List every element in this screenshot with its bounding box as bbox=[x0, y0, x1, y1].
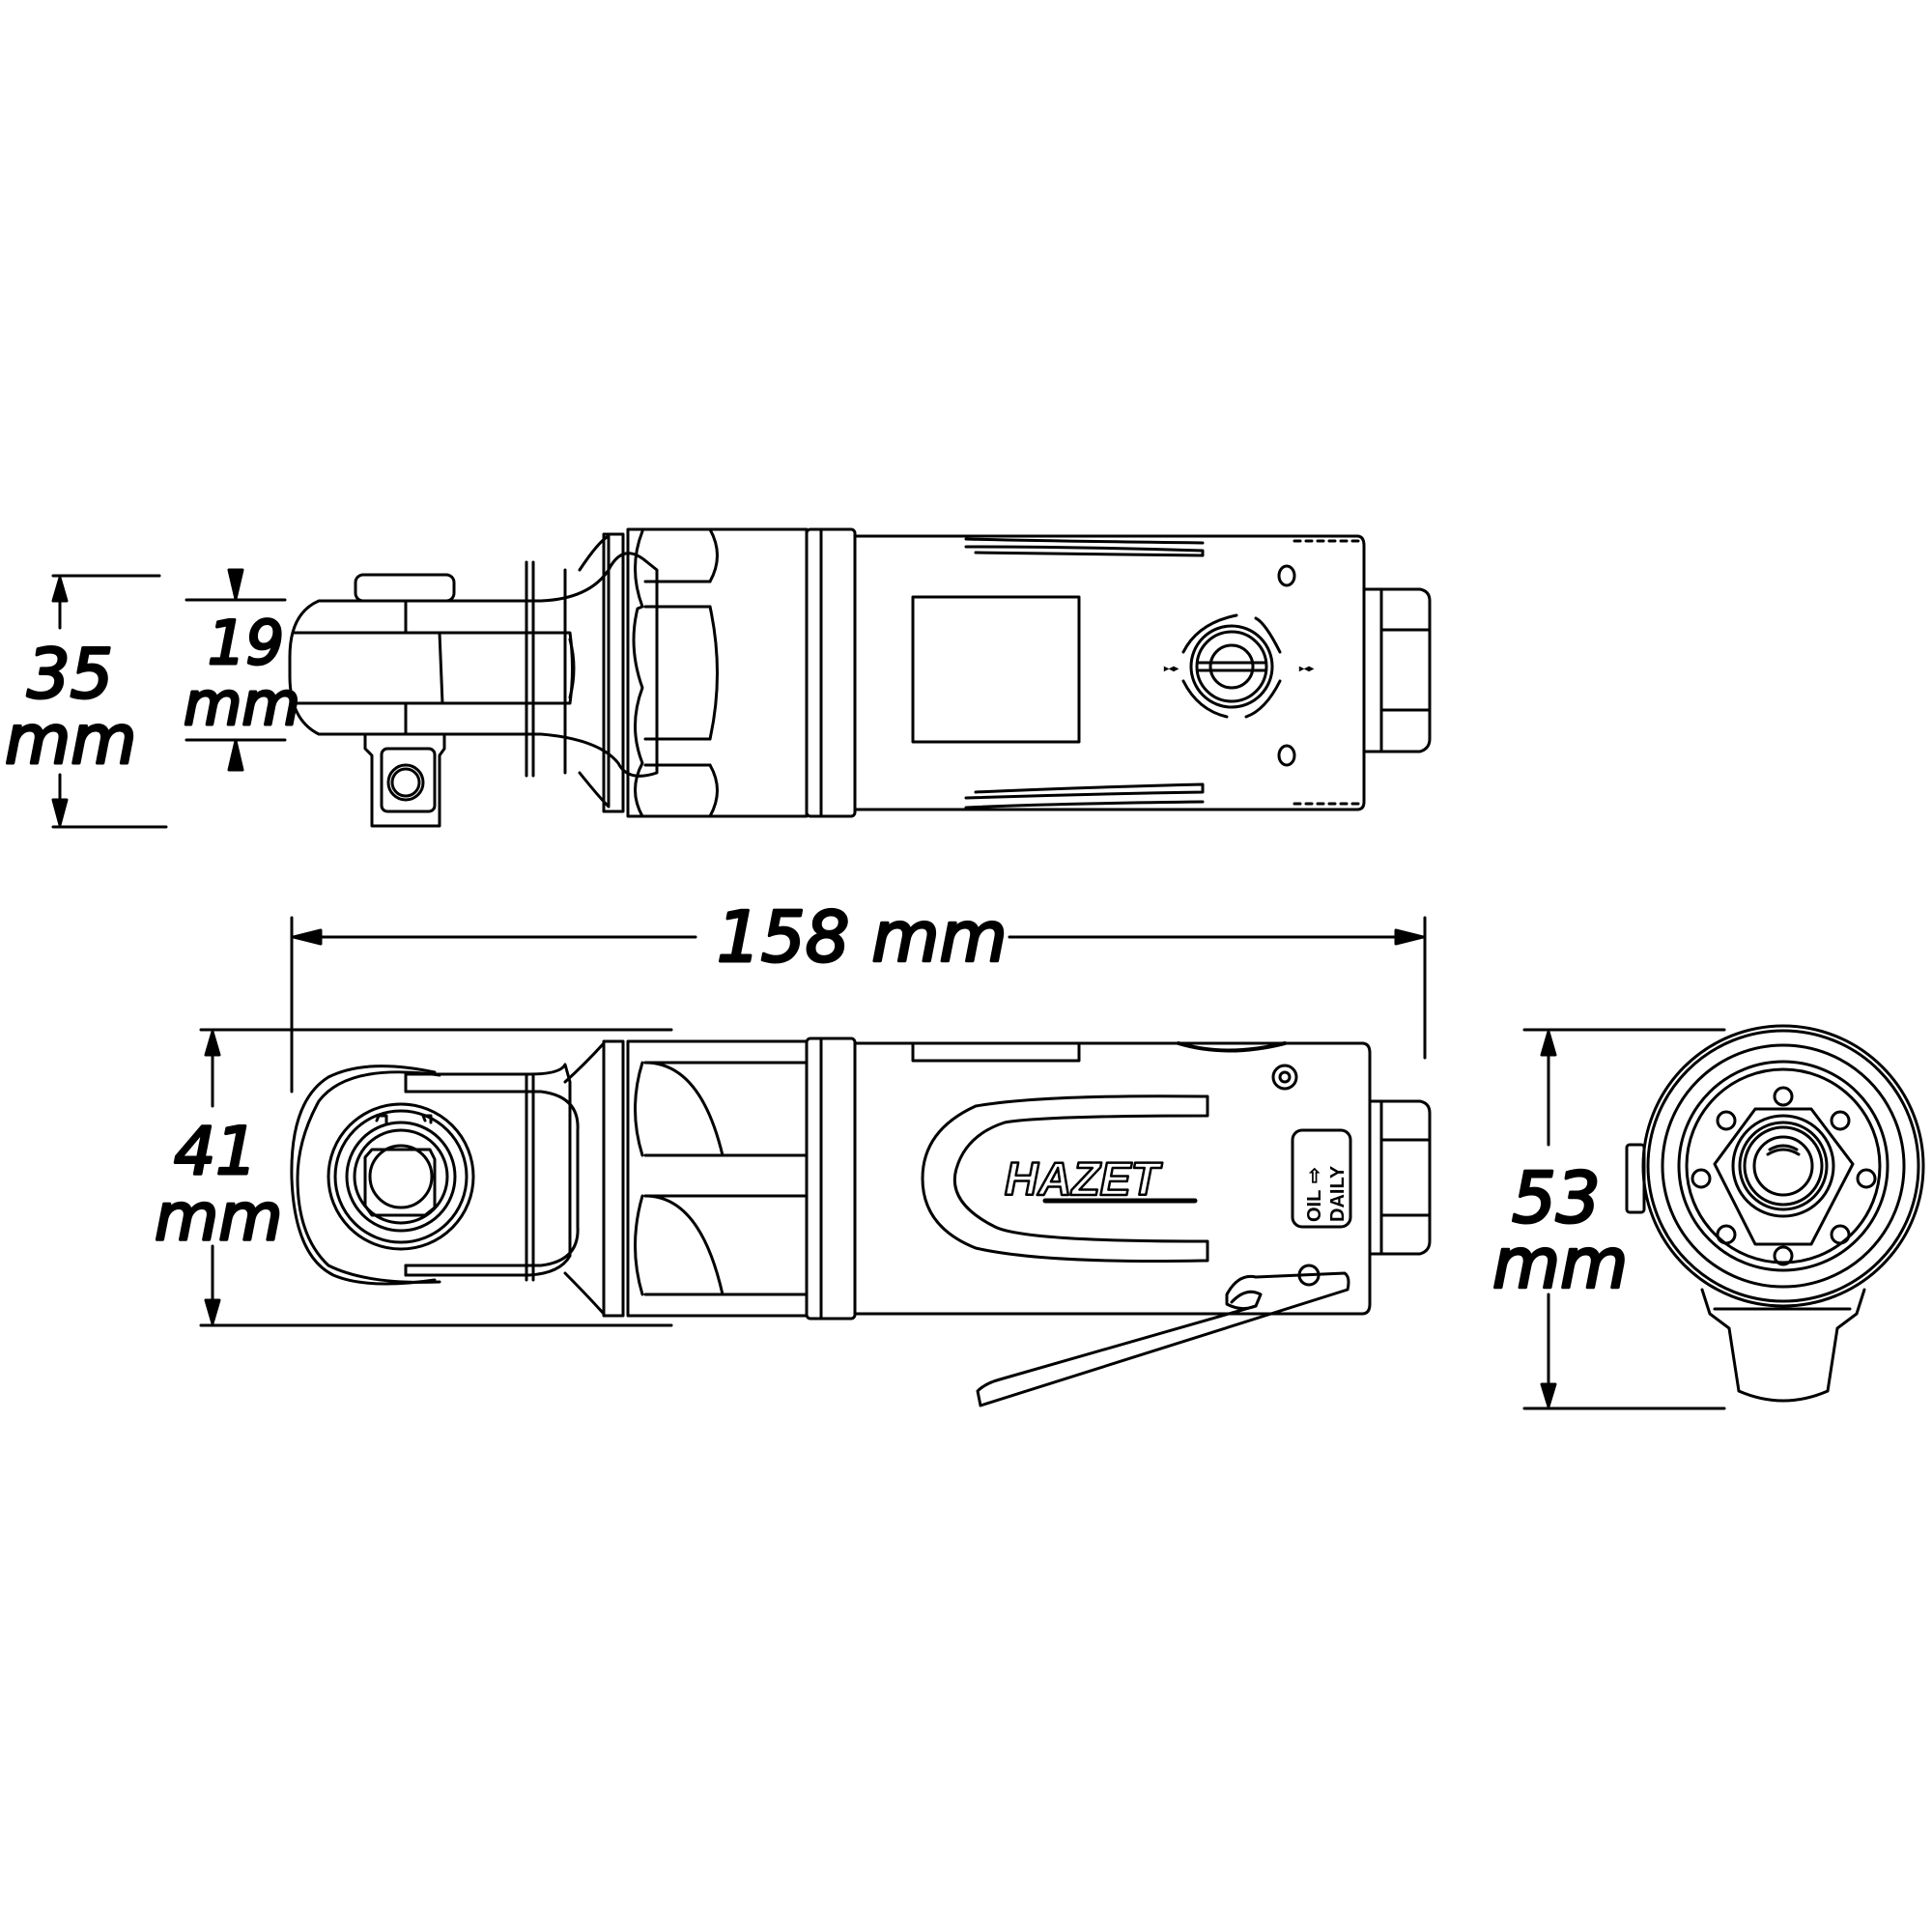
svg-text:mm: mm bbox=[1492, 1223, 1628, 1304]
svg-text:158 mm: 158 mm bbox=[717, 896, 1008, 978]
brand-logo: HAZET bbox=[1004, 1153, 1198, 1207]
dimension-19mm: 19 mm bbox=[183, 568, 301, 772]
svg-text:⇨: ⇨ bbox=[1304, 1167, 1325, 1183]
oil-daily-label: OIL ⇨ DAILY bbox=[1291, 1128, 1352, 1229]
svg-text:mm: mm bbox=[5, 700, 136, 780]
trigger-lever bbox=[976, 1271, 1350, 1407]
svg-text:35: 35 bbox=[27, 635, 113, 714]
direction-selector-icon: ▸◂▸ ▸◂▸ bbox=[1163, 613, 1315, 719]
svg-text:HAZET: HAZET bbox=[1005, 1154, 1163, 1206]
svg-text:OIL: OIL bbox=[1304, 1190, 1325, 1222]
svg-text:mm: mm bbox=[155, 1179, 282, 1256]
dimension-35mm: 35 mm bbox=[4, 574, 168, 829]
svg-text:19: 19 bbox=[208, 608, 284, 678]
svg-text:41: 41 bbox=[174, 1114, 258, 1190]
svg-text:▸◂▸: ▸◂▸ bbox=[1163, 664, 1179, 674]
svg-text:mm: mm bbox=[184, 668, 300, 739]
end-view bbox=[1625, 1024, 1925, 1403]
side-view: HAZET OIL ⇨ DAILY bbox=[290, 1037, 1432, 1407]
svg-text:▸◂▸: ▸◂▸ bbox=[1298, 664, 1315, 674]
dimension-53mm: 53 mm bbox=[1492, 1028, 1726, 1410]
dimension-41mm: 41 mm bbox=[154, 1028, 673, 1327]
dimension-158mm: 158 mm bbox=[290, 895, 1427, 1094]
svg-text:DAILY: DAILY bbox=[1327, 1165, 1349, 1222]
top-view: ▸◂▸ ▸◂▸ bbox=[288, 527, 1432, 828]
svg-text:53: 53 bbox=[1512, 1157, 1601, 1238]
